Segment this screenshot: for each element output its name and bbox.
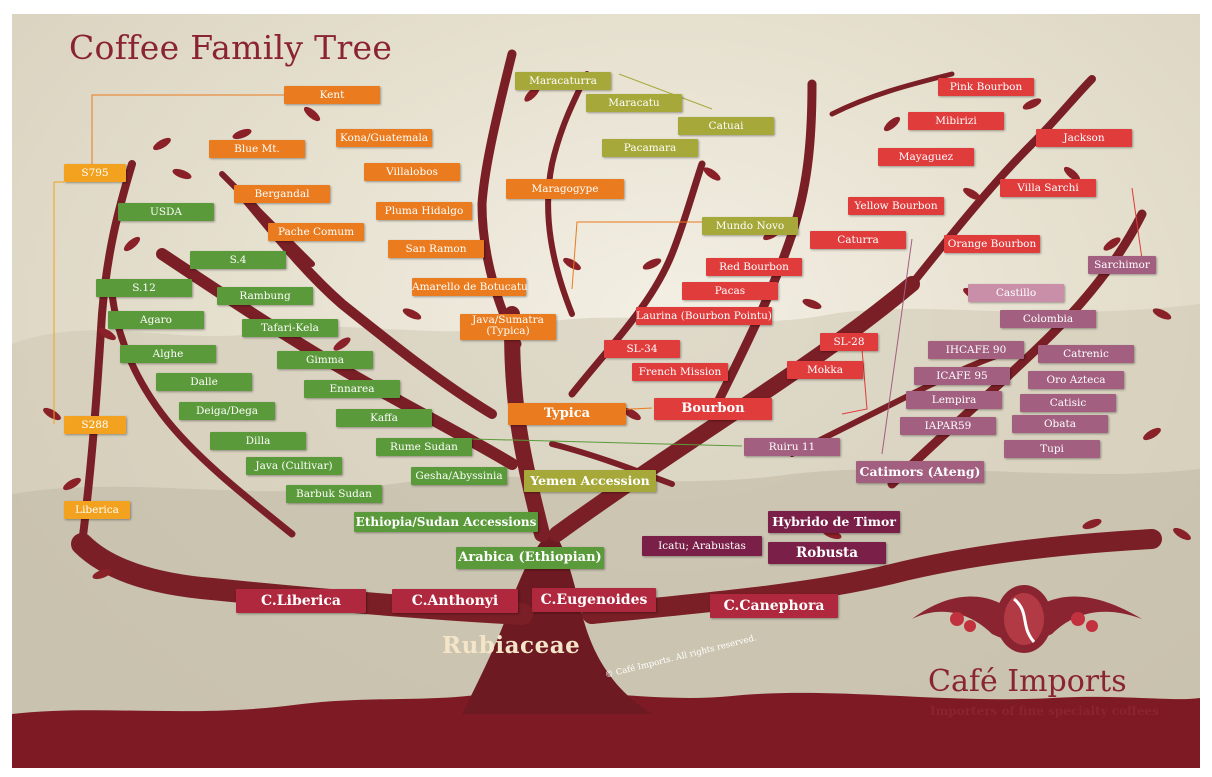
label-ruiru-11: Ruiru 11	[744, 438, 840, 456]
label-pink-bourbon: Pink Bourbon	[938, 78, 1034, 96]
label-obata: Obata	[1012, 415, 1108, 433]
label-c-eugenoides: C.Eugenoides	[532, 588, 656, 612]
label-iapar59: IAPAR59	[900, 417, 996, 435]
label-tafari-kela: Tafari-Kela	[242, 319, 338, 337]
label-s12: S.12	[96, 279, 192, 297]
label-liberica: Liberica	[64, 501, 130, 519]
label-kent: Kent	[284, 86, 380, 104]
label-orange-bourbon: Orange Bourbon	[944, 235, 1040, 253]
label-laurina: Laurina (Bourbon Pointu)	[636, 307, 772, 325]
label-villalobos: Villalobos	[364, 163, 460, 181]
label-barbuk-sudan: Barbuk Sudan	[286, 485, 382, 503]
label-jackson: Jackson	[1036, 129, 1132, 147]
label-gesha-abyssinia: Gesha/Abyssinia	[411, 467, 507, 485]
label-ennarea: Ennarea	[304, 380, 400, 398]
page-title: Coffee Family Tree	[69, 28, 393, 67]
label-yellow-bourbon: Yellow Bourbon	[848, 197, 944, 215]
tree-illustration	[12, 49, 1200, 768]
label-san-ramon: San Ramon	[388, 240, 484, 258]
label-gimma: Gimma	[277, 351, 373, 369]
label-sarchimor: Sarchimor	[1088, 256, 1156, 274]
label-typica: Typica	[508, 403, 626, 425]
label-icatu-arabustas: Icatu; Arabustas	[642, 536, 762, 556]
label-mibirizi: Mibirizi	[908, 112, 1004, 130]
label-s795: S795	[64, 164, 126, 182]
label-blue-mt: Blue Mt.	[209, 140, 305, 158]
label-bergandal: Bergandal	[234, 185, 330, 203]
label-kaffa: Kaffa	[336, 409, 432, 427]
label-c-liberica: C.Liberica	[236, 589, 366, 613]
label-yemen-accession: Yemen Accession	[524, 470, 656, 492]
poster: Coffee Family Tree S795 S288 Liberica US…	[12, 14, 1200, 768]
label-oro-azteca: Oro Azteca	[1028, 371, 1124, 389]
label-pache-comum: Pache Comum	[268, 223, 364, 241]
label-deiga-dega: Deiga/Dega	[179, 402, 275, 420]
label-kona-guatemala: Kona/Guatemala	[336, 129, 432, 147]
label-caturra: Caturra	[810, 231, 906, 249]
label-hybrido-de-timor: Hybrido de Timor	[768, 511, 900, 533]
label-dalle: Dalle	[156, 373, 252, 391]
label-pacamara: Pacamara	[602, 139, 698, 157]
label-french-mission: French Mission	[632, 363, 728, 381]
label-dilla: Dilla	[210, 432, 306, 450]
label-sl-28: SL-28	[820, 333, 878, 351]
label-rume-sudan: Rume Sudan	[376, 438, 472, 456]
label-s4: S.4	[190, 251, 286, 269]
label-icafe-95: ICAFE 95	[914, 367, 1010, 385]
label-villa-sarchi: Villa Sarchi	[1000, 179, 1096, 197]
label-red-bourbon: Red Bourbon	[706, 258, 802, 276]
label-catisic: Catisic	[1020, 394, 1116, 412]
label-arabica-ethiopian: Arabica (Ethiopian)	[456, 547, 604, 569]
label-catimors-ateng: Catimors (Ateng)	[856, 461, 984, 483]
label-colombia: Colombia	[1000, 310, 1096, 328]
label-c-canephora: C.Canephora	[710, 594, 838, 618]
label-sl-34: SL-34	[604, 340, 680, 358]
label-maracatu: Maracatu	[586, 94, 682, 112]
label-mokka: Mokka	[787, 361, 863, 379]
brand-tagline: Importers of fine specialty coffees	[930, 704, 1159, 718]
label-java-cultivar: Java (Cultivar)	[246, 457, 342, 475]
label-mundo-novo: Mundo Novo	[702, 217, 798, 235]
label-robusta: Robusta	[768, 542, 886, 564]
label-c-anthonyi: C.Anthonyi	[392, 589, 518, 613]
label-agaro: Agaro	[108, 311, 204, 329]
label-java-sumatra-typica: Java/Sumatra (Typica)	[460, 314, 556, 340]
label-pluma-hidalgo: Pluma Hidalgo	[376, 202, 472, 220]
label-tupi: Tupi	[1004, 440, 1100, 458]
label-bourbon: Bourbon	[654, 398, 772, 420]
label-castillo: Castillo	[968, 284, 1064, 302]
label-amarello-de-botucatu: Amarello de Botucatu	[412, 278, 528, 296]
label-maracaturra: Maracaturra	[515, 72, 611, 90]
label-rambung: Rambung	[217, 287, 313, 305]
label-s288: S288	[64, 416, 126, 434]
label-usda: USDA	[118, 203, 214, 221]
logo-emblem-icon	[912, 585, 1142, 653]
label-ethiopia-sudan-accessions: Ethiopia/Sudan Accessions	[354, 512, 538, 532]
brand-name: Café Imports	[928, 664, 1127, 699]
label-lempira: Lempira	[906, 391, 1002, 409]
label-maragogype: Maragogype	[506, 179, 624, 199]
label-pacas: Pacas	[682, 282, 778, 300]
root-label: Rubiaceae	[442, 632, 581, 659]
label-catuai: Catuai	[678, 117, 774, 135]
label-catrenic: Catrenic	[1038, 345, 1134, 363]
label-ihcafe-90: IHCAFE 90	[928, 341, 1024, 359]
label-mayaguez: Mayaguez	[878, 148, 974, 166]
label-alghe: Alghe	[120, 345, 216, 363]
